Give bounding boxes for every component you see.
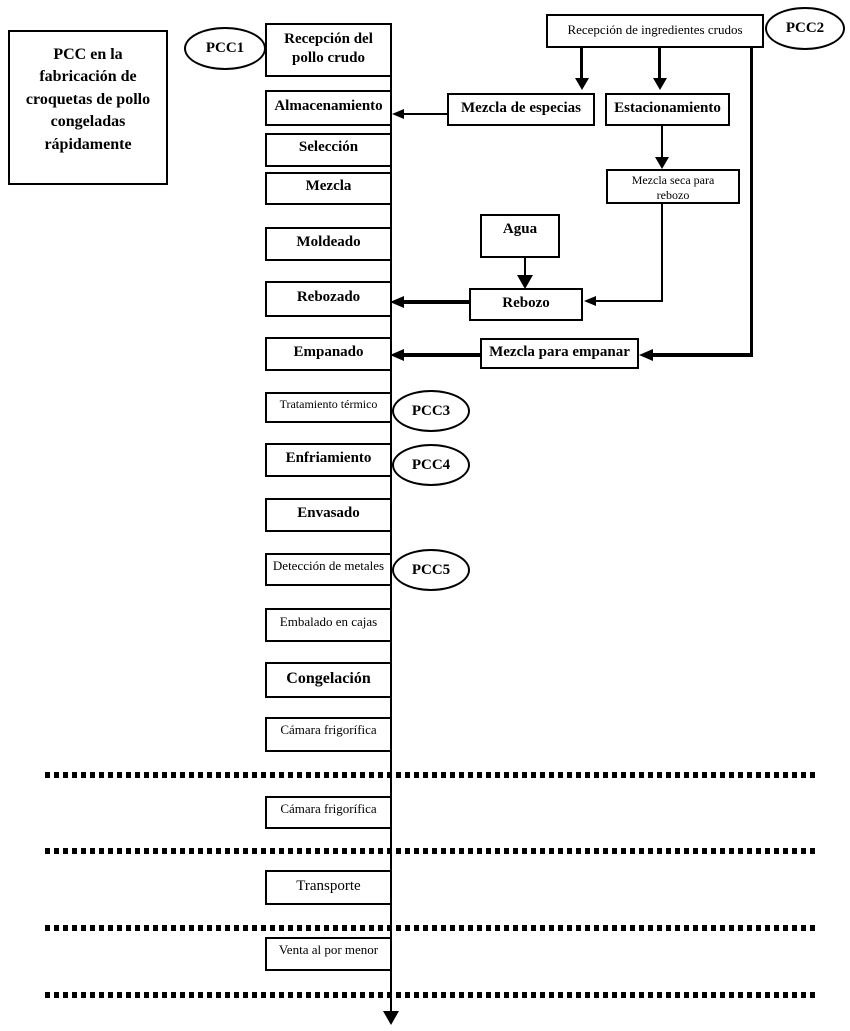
connector-to-breading-arrowhead — [639, 349, 653, 361]
pcc4-marker: PCC4 — [392, 444, 470, 486]
connector-batter-to-rebozado-arrowhead — [390, 296, 404, 308]
flow-step-almacenamiento: Almacenamiento — [265, 90, 392, 126]
connector-reception-to-conditioning-line — [658, 48, 661, 78]
connector-water-to-batter-arrowhead — [517, 275, 533, 289]
flow-step-moldeado: Moldeado — [265, 227, 392, 261]
flow-step-deteccion-metales: Detección de metales — [265, 553, 392, 586]
flow-step-camara-frigorifica-2: Cámara frigorífica — [265, 796, 392, 829]
pcc3-marker: PCC3 — [392, 390, 470, 432]
flow-step-embalado-cajas: Embalado en cajas — [265, 608, 392, 642]
dotted-divider-4 — [45, 992, 818, 998]
flow-step-congelacion: Congelación — [265, 662, 392, 698]
flow-step-venta-por-menor: Venta al por menor — [265, 937, 392, 971]
flow-step-empanado: Empanado — [265, 337, 392, 371]
connector-conditioning-to-drymix-arrowhead — [655, 157, 669, 169]
connector-drymix-to-batter-arrowhead — [584, 296, 596, 306]
flow-step-enfriamiento: Enfriamiento — [265, 443, 392, 477]
connector-batter-to-rebozado-line — [403, 300, 469, 304]
box-estacionamiento: Estacionamiento — [605, 93, 730, 126]
connector-drymix-to-batter-vline — [661, 204, 663, 302]
box-recepcion-ingredientes: Recepción de ingredientes crudos — [546, 14, 764, 48]
box-mezcla-para-empanar: Mezcla para empanar — [480, 338, 639, 369]
flow-step-transporte: Transporte — [265, 870, 392, 905]
flow-end-arrowhead — [383, 1011, 399, 1025]
connector-breading-to-empanado-arrowhead — [390, 349, 404, 361]
connector-reception-to-spicemix-arrowhead — [575, 78, 589, 90]
flow-step-recepcion-pollo-crudo: Recepción del pollo crudo — [265, 23, 392, 77]
box-mezcla-seca-rebozo: Mezcla seca para rebozo — [606, 169, 740, 204]
dotted-divider-3 — [45, 925, 818, 931]
box-mezcla-especias: Mezcla de especias — [447, 93, 595, 126]
box-agua: Agua — [480, 214, 560, 258]
pcc5-marker: PCC5 — [392, 549, 470, 591]
flow-step-mezcla: Mezcla — [265, 172, 392, 205]
connector-reception-to-conditioning-arrowhead — [653, 78, 667, 90]
connector-water-to-batter-line — [524, 258, 526, 277]
connector-breading-to-empanado-line — [403, 353, 480, 357]
flow-step-seleccion: Selección — [265, 133, 392, 167]
diagram-title: PCC en la fabricación de croquetas de po… — [8, 30, 168, 185]
flow-step-rebozado: Rebozado — [265, 281, 392, 317]
connector-reception-to-spicemix-line — [580, 48, 583, 78]
box-rebozo: Rebozo — [469, 288, 583, 321]
dotted-divider-1 — [45, 772, 818, 778]
connector-drymix-to-batter-hline — [596, 300, 663, 302]
pcc2-marker: PCC2 — [765, 7, 845, 50]
connector-reception-to-breading-hline — [652, 353, 753, 357]
pcc1-marker: PCC1 — [184, 27, 266, 70]
flow-step-tratamiento-termico: Tratamiento térmico — [265, 392, 392, 423]
dotted-divider-2 — [45, 848, 818, 854]
flow-step-camara-frigorifica-1: Cámara frigorífica — [265, 717, 392, 752]
connector-conditioning-to-drymix-line — [661, 126, 663, 159]
connector-spicemix-to-almacenamiento-arrowhead — [392, 109, 404, 119]
connector-reception-to-breading-vline — [750, 48, 753, 357]
connector-spicemix-to-almacenamiento-line — [402, 113, 447, 115]
flow-step-envasado: Envasado — [265, 498, 392, 532]
